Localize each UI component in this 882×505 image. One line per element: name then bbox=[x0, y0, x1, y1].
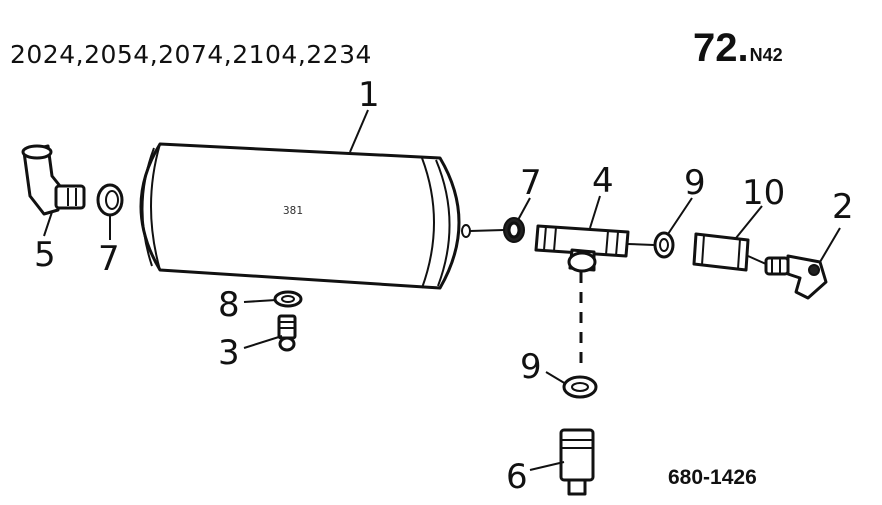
page-number: 72.N42 bbox=[693, 26, 783, 71]
air-tank-part-1: 381 bbox=[139, 142, 471, 290]
assembly-line-adapter-to-valve bbox=[747, 255, 767, 265]
leader-line-1 bbox=[349, 109, 369, 153]
callout-7-left: 7 bbox=[98, 239, 120, 279]
washer-part-9-lower bbox=[562, 375, 598, 399]
leader-line-8 bbox=[243, 299, 277, 303]
leader-line-9a bbox=[667, 197, 693, 235]
callout-1: 1 bbox=[358, 75, 380, 115]
callout-5: 5 bbox=[34, 235, 56, 275]
callout-6: 6 bbox=[506, 457, 528, 497]
assembly-line-tank-to-tee bbox=[469, 229, 505, 232]
nut-part-7-left bbox=[96, 183, 124, 217]
leader-line-9b bbox=[545, 371, 567, 385]
leader-line-6 bbox=[529, 461, 565, 471]
leader-line-7b bbox=[517, 197, 531, 221]
callout-8: 8 bbox=[218, 285, 240, 325]
washer-part-8 bbox=[273, 290, 303, 308]
callout-9-lower: 9 bbox=[520, 347, 542, 387]
page-number-suffix: N42 bbox=[749, 45, 783, 65]
connector-part-6 bbox=[559, 428, 595, 496]
tee-fitting-part-4 bbox=[534, 224, 630, 273]
leader-line-5 bbox=[43, 211, 53, 237]
callout-3: 3 bbox=[218, 333, 240, 373]
tank-marking: 381 bbox=[283, 204, 303, 217]
callout-7-right: 7 bbox=[520, 163, 542, 203]
drain-plug-part-3 bbox=[277, 314, 297, 352]
elbow-fitting-part-5 bbox=[21, 144, 86, 216]
assembly-line-tee-to-washer bbox=[627, 243, 655, 246]
callout-9-right: 9 bbox=[684, 163, 706, 203]
valve-part-2 bbox=[764, 254, 828, 300]
drawing-number: 680-1426 bbox=[668, 466, 757, 489]
model-list: 2024,2054,2074,2104,2234 bbox=[10, 40, 372, 69]
washer-part-9-right bbox=[653, 231, 675, 259]
leader-line-3 bbox=[243, 335, 283, 349]
callout-4: 4 bbox=[592, 161, 614, 201]
callout-10: 10 bbox=[742, 173, 785, 213]
adapter-part-10 bbox=[692, 232, 750, 272]
leader-line-10 bbox=[735, 205, 763, 239]
page-number-main: 72. bbox=[693, 26, 749, 70]
nut-part-7-right bbox=[503, 217, 525, 243]
callout-2: 2 bbox=[832, 187, 854, 227]
leader-line-4 bbox=[589, 195, 601, 229]
leader-line-2 bbox=[819, 227, 841, 263]
